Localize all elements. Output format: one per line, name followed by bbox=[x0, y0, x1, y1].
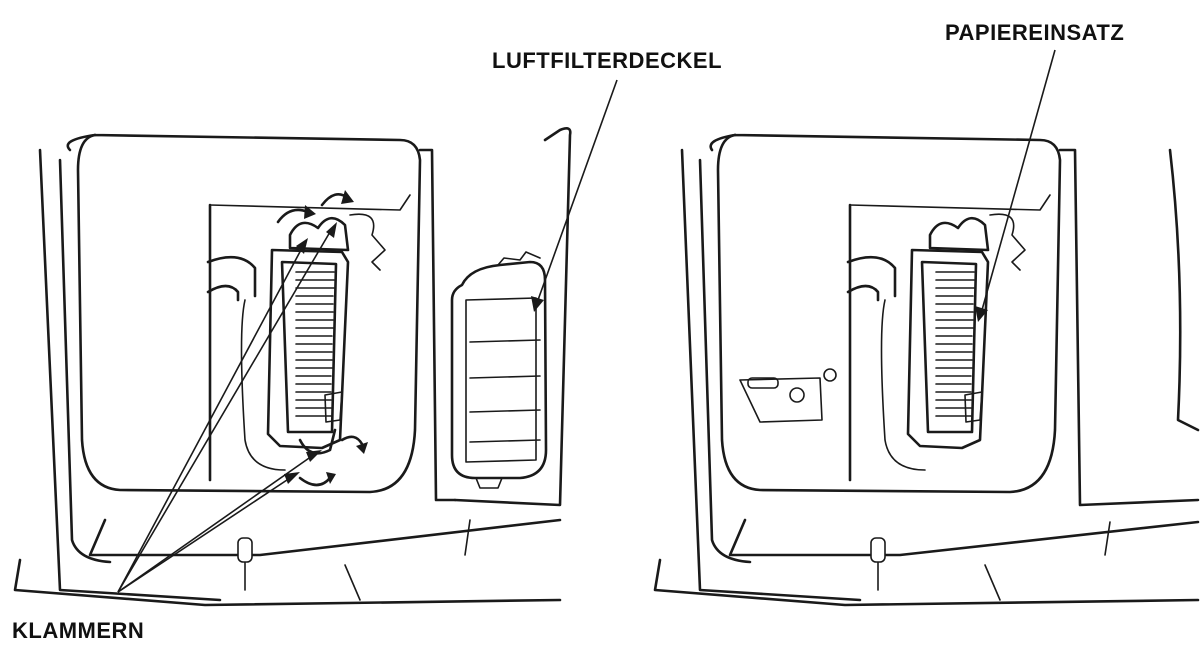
label-clamps: KLAMMERN bbox=[12, 618, 145, 643]
label-paper-element: PAPIEREINSATZ bbox=[945, 20, 1125, 45]
filter-pleats bbox=[295, 271, 335, 417]
paper-element-pleats bbox=[935, 271, 975, 417]
label-air-filter-cover: LUFTFILTERDECKEL bbox=[492, 48, 723, 73]
curved-arrow-icon bbox=[276, 190, 368, 487]
left-panel-illustration bbox=[13, 79, 618, 607]
right-panel-illustration bbox=[653, 49, 1200, 607]
air-filter-cover-illustration bbox=[450, 251, 548, 489]
